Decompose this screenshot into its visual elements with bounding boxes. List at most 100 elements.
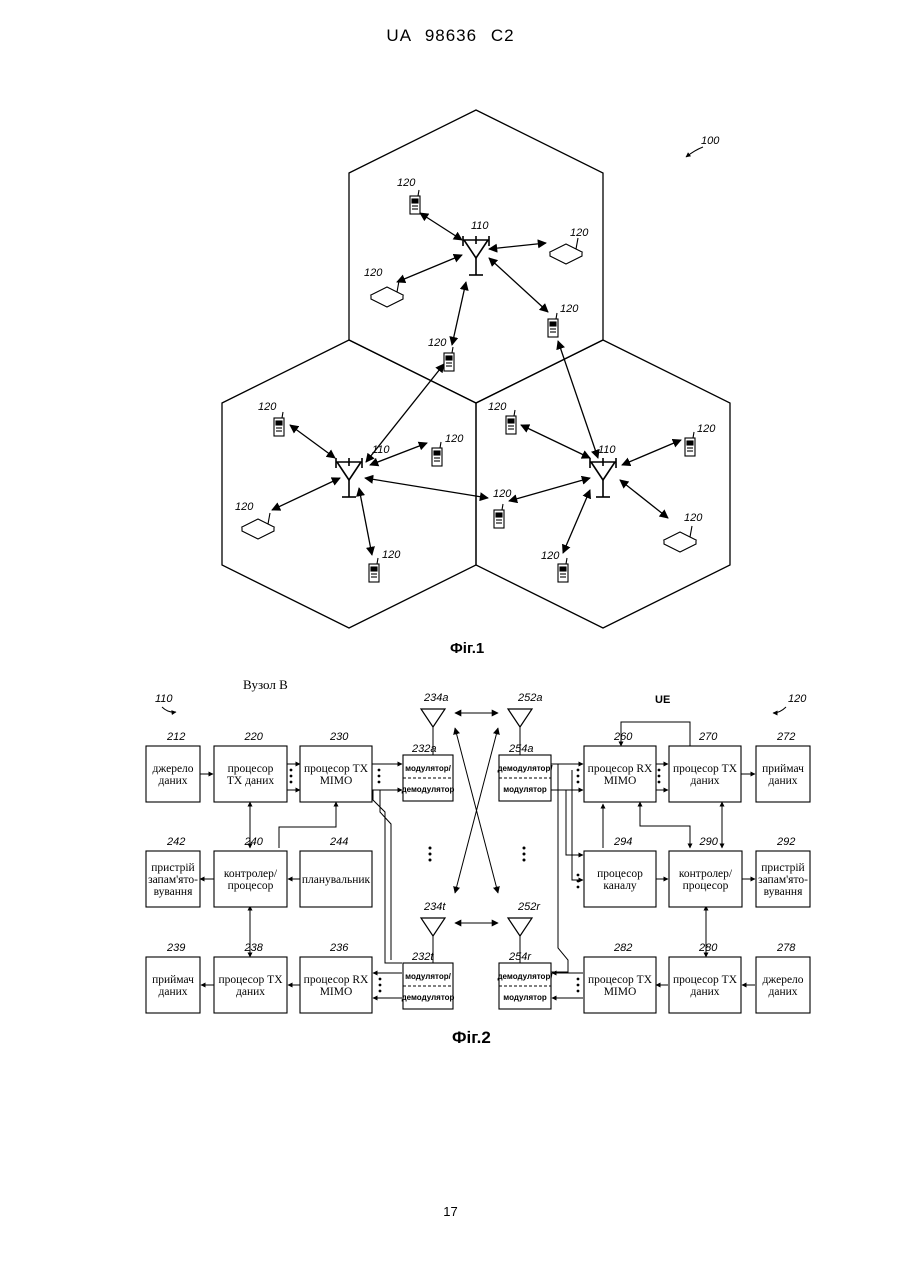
link: [365, 478, 488, 498]
link: [489, 243, 546, 249]
ref-label: 232t: [411, 951, 434, 963]
block-212: джерелоданих212: [146, 731, 200, 802]
block-text: даних: [158, 986, 187, 998]
block-230: процесор TXMIMO230: [300, 731, 372, 802]
modem-top-text: демодулятор/: [497, 764, 553, 773]
block-text: приймач: [762, 763, 804, 775]
modem-bottom-text: модулятор: [503, 785, 547, 794]
figure-1-caption: Фіг.1: [450, 640, 484, 657]
block-text: даних: [768, 986, 797, 998]
modem-232a: модулятор/демодулятор 232a: [402, 743, 455, 801]
ref-label: 120: [493, 488, 512, 500]
ref-label: 120: [364, 267, 383, 279]
ref-label: 234t: [423, 901, 446, 913]
ref-label: 244: [329, 836, 348, 848]
node-b-label: Вузол В: [243, 677, 288, 692]
ref-label: 120: [445, 433, 464, 445]
modem-bottom-text: демодулятор: [402, 785, 455, 794]
block-text: MIMO: [604, 986, 637, 998]
link: [359, 488, 372, 555]
page-number: 17: [0, 1204, 901, 1219]
ref-label: 120: [570, 227, 589, 239]
ref-label: 252r: [517, 901, 541, 913]
modem-bottom-text: демодулятор: [402, 993, 455, 1002]
block-text: контролер/: [224, 868, 278, 880]
laptop-icon: [242, 238, 696, 552]
ref-label: 120: [258, 401, 277, 413]
ref-label: 260: [613, 731, 633, 743]
block-238: процесор TXданих238: [214, 942, 287, 1013]
ref-label: 254r: [508, 951, 532, 963]
ref-label: 242: [166, 836, 185, 848]
block-text: процесор TX: [304, 763, 369, 775]
block-text: даних: [690, 986, 719, 998]
block-text: вування: [764, 886, 803, 898]
ref-label: 120: [697, 423, 716, 435]
ref-label: 212: [166, 731, 185, 743]
block-260: процесор RXMIMO 260: [584, 731, 656, 802]
block-text: MIMO: [604, 775, 637, 787]
ref-label: 232a: [411, 743, 436, 755]
block-text: контролер/: [679, 868, 733, 880]
block-text: процесор: [683, 880, 729, 892]
ref-label: 272: [776, 731, 795, 743]
block-text: TX даних: [227, 775, 274, 787]
ref-label: 120: [541, 550, 560, 562]
block-240: контролер/процесор240: [214, 836, 287, 907]
block-294: процесорканалу294: [584, 836, 656, 907]
link: [620, 480, 668, 518]
ref-label: 294: [613, 836, 632, 848]
block-text: даних: [236, 986, 265, 998]
block-text: даних: [768, 775, 797, 787]
ref-label: 290: [699, 836, 719, 848]
block-text: процесор TX: [588, 974, 653, 986]
ref-label: 282: [613, 942, 632, 954]
ref-label: 234a: [423, 692, 448, 704]
phone-icon: [274, 190, 695, 582]
modem-top-text: модулятор/: [405, 764, 451, 773]
ref-label: 120: [235, 501, 254, 513]
link: [489, 258, 548, 312]
block-text: процесор: [597, 868, 643, 880]
block-text: приймач: [152, 974, 194, 986]
link: [521, 425, 590, 458]
block-239: приймачданих239: [146, 942, 200, 1013]
ref-label: 236: [329, 942, 349, 954]
ref-label: 254a: [508, 743, 533, 755]
block-278: джерелоданих278: [756, 942, 810, 1013]
block-242: пристрійзапам'ято-вування242: [146, 836, 200, 907]
block-text: даних: [690, 775, 719, 787]
figure-1-labels: 100 110 110 110 120 120 120 120 120 120 …: [235, 135, 720, 657]
block-text: процесор: [228, 880, 274, 892]
figure-2: Вузол В UE 110 120: [146, 677, 810, 1047]
ref-label: 120: [684, 512, 703, 524]
block-text: процесор TX: [673, 974, 738, 986]
link: [290, 425, 335, 458]
modem-254r: демодулятор/модулятор254r: [497, 951, 553, 1009]
modem-top-text: демодулятор/: [497, 972, 553, 981]
block-text: джерело: [762, 974, 803, 986]
modem-254a: демодулятор/модулятор 254a: [497, 743, 553, 801]
block-text: пристрій: [151, 862, 194, 874]
modem-232t: модулятор/демодулятор 232t: [402, 951, 455, 1009]
figure-1: [222, 110, 730, 628]
block-text: джерело: [152, 763, 193, 775]
blocks-layer: джерелоданих212процесорTX даних220процес…: [146, 731, 810, 1013]
ref-label: 110: [372, 444, 390, 456]
block-text: процесор RX: [588, 763, 653, 775]
link: [558, 341, 598, 458]
link: [420, 213, 462, 240]
ref-label: 120: [382, 549, 401, 561]
block-text: процесор: [228, 763, 274, 775]
block-text: запам'ято-: [758, 874, 808, 886]
block-220: процесорTX даних 220: [214, 731, 287, 802]
ref-label: 110: [598, 444, 616, 456]
ref-label: 220: [244, 731, 264, 743]
modem-top-text: модулятор/: [405, 972, 451, 981]
block-280: процесор TXданих280: [669, 942, 741, 1013]
block-text: планувальник: [302, 874, 371, 886]
link: [563, 490, 590, 553]
block-270: процесор TXданих270: [669, 731, 741, 802]
block-text: процесор TX: [673, 763, 738, 775]
block-236: процесор RXMIMO236: [300, 942, 372, 1013]
